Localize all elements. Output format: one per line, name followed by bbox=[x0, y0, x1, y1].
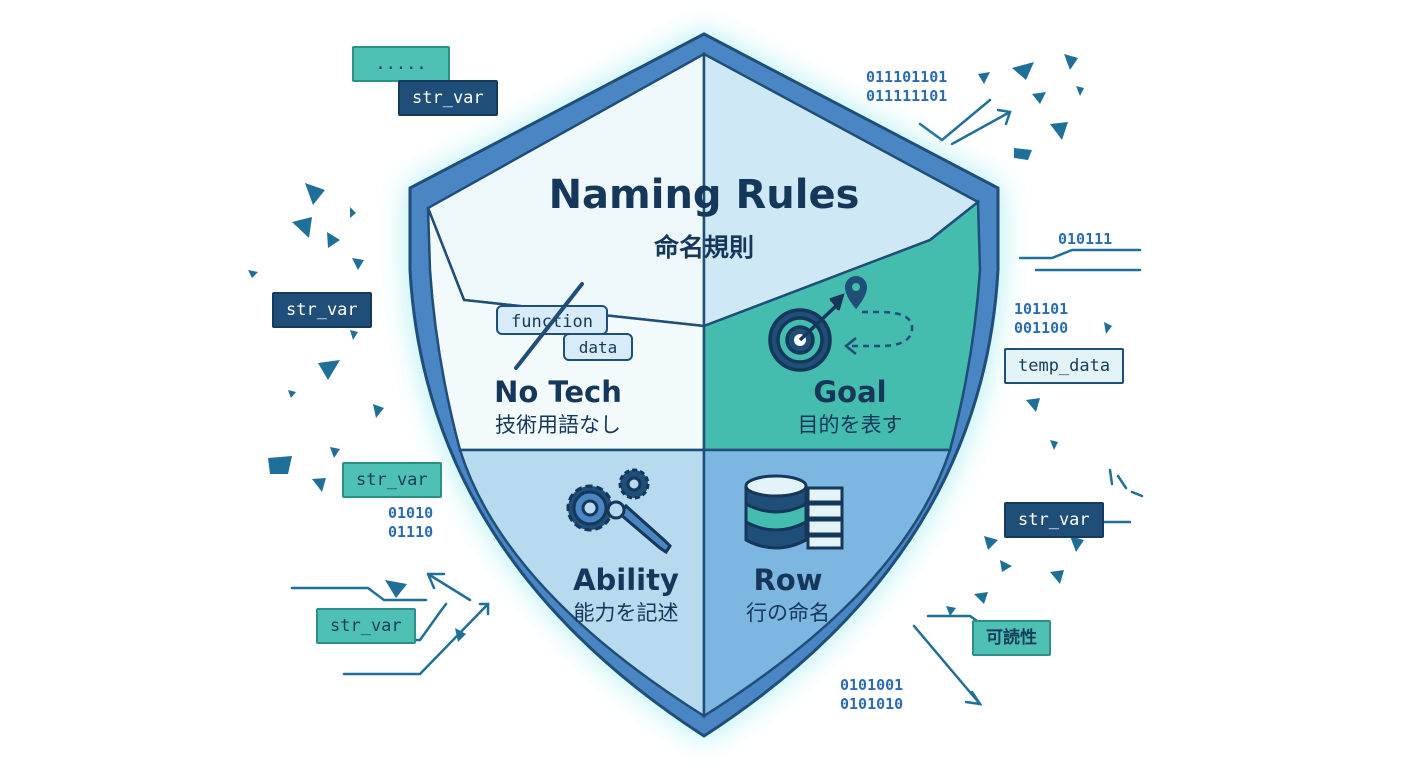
str-var-tag-top: str_var bbox=[398, 80, 498, 116]
ability-title: Ability bbox=[573, 563, 679, 597]
readability-tag: 可読性 bbox=[972, 620, 1051, 656]
temp-data-tag: temp_data bbox=[1004, 348, 1125, 384]
no-tech-subtitle: 技術用語なし bbox=[495, 413, 621, 437]
location-pin-icon bbox=[843, 276, 914, 355]
str-var-tag-right: str_var bbox=[1004, 502, 1104, 538]
str-var-tag-bottom: str_var bbox=[316, 608, 416, 644]
binary-right-mid: 101101 001100 bbox=[1014, 300, 1069, 337]
binary-top-right: 011101101 011111101 bbox=[866, 68, 948, 105]
gear-wrench-icon bbox=[566, 468, 672, 555]
dots-tag: ..... bbox=[352, 46, 450, 82]
str-var-tag-mid: str_var bbox=[342, 462, 442, 498]
no-tech-icon: function data bbox=[496, 282, 633, 370]
no-tech-title: No Tech bbox=[494, 375, 622, 409]
strike-line bbox=[514, 282, 584, 370]
chip-data: data bbox=[579, 338, 618, 357]
shield-title: Naming Rules bbox=[549, 172, 860, 218]
binary-right-top: 010111 bbox=[1058, 230, 1113, 248]
goal-title: Goal bbox=[813, 375, 886, 409]
binary-bottom-right: 0101001 0101010 bbox=[840, 676, 904, 713]
goal-subtitle: 目的を表す bbox=[798, 413, 903, 437]
str-var-tag-left: str_var bbox=[272, 292, 372, 328]
row-title: Row bbox=[753, 563, 822, 597]
database-rows-icon bbox=[744, 474, 844, 550]
binary-left-mid: 01010 01110 bbox=[388, 504, 434, 541]
decorative-fragments bbox=[248, 54, 1112, 642]
ability-subtitle: 能力を記述 bbox=[574, 601, 679, 625]
shield-subtitle: 命名規則 bbox=[654, 233, 754, 262]
row-subtitle: 行の命名 bbox=[746, 601, 830, 625]
target-icon bbox=[768, 293, 845, 372]
